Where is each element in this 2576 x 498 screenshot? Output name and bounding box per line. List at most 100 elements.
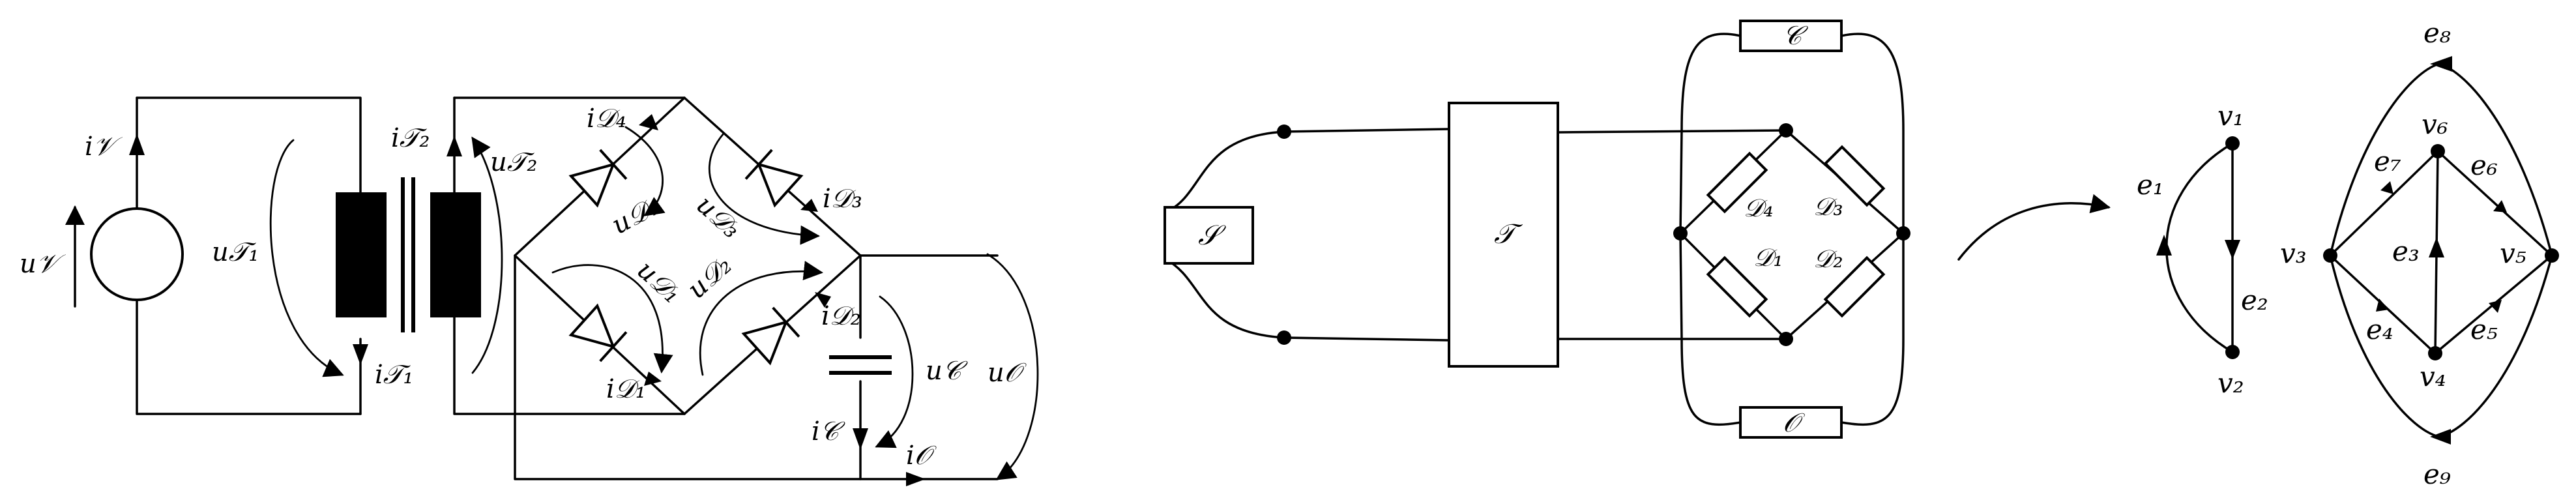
arrow-i-v <box>129 134 145 155</box>
arrow-i-d4 <box>639 114 658 130</box>
diode-d2 <box>741 306 800 366</box>
diode-d1 <box>568 303 628 362</box>
label-edge-e5: e₅ <box>2470 314 2498 345</box>
arrow-u-c <box>875 295 914 448</box>
edge-e7-arrow <box>2380 181 2393 194</box>
arrow-i-d2 <box>815 292 831 308</box>
transformer-primary-winding <box>336 192 387 317</box>
label-u-o: u𝒪 <box>988 358 1027 388</box>
junction-dot <box>1779 332 1793 346</box>
edge-e9-arrow <box>2430 429 2451 445</box>
edge-e5-arrow <box>2489 300 2502 313</box>
edge-e8 <box>2329 63 2553 257</box>
edge-e1 <box>2165 142 2234 353</box>
junction-dot <box>1277 124 1291 139</box>
arrow-u-d3 <box>708 132 820 245</box>
label-node-v6: v₆ <box>2422 108 2448 140</box>
arrow-u-d1 <box>551 264 673 374</box>
label-edge-e7: e₇ <box>2374 145 2401 177</box>
label-u-d1: u𝒟₁ <box>631 255 687 310</box>
edge-e3-arrow <box>2429 237 2444 257</box>
transformer-secondary-winding <box>430 192 481 317</box>
node-v5 <box>2545 248 2559 263</box>
block-o <box>1739 406 1843 439</box>
node-v2 <box>2225 345 2240 359</box>
block-d2 <box>1823 256 1886 318</box>
label-u-d3: u𝒟₃ <box>690 190 746 244</box>
arrow-u-d4 <box>624 126 666 216</box>
block-panel: 𝒮 𝒯 𝒞 𝒪 𝒟₄ 𝒟₃ 𝒟₁ 𝒟₂ <box>1164 20 1910 439</box>
arrow-i-d3 <box>800 199 818 212</box>
label-edge-e3: e₃ <box>2392 235 2420 267</box>
label-i-d1: i𝒟₁ <box>606 374 646 404</box>
edge-e6 <box>2437 150 2553 257</box>
node-v3 <box>2323 248 2337 263</box>
arrow-i-t2 <box>446 136 462 156</box>
label-edge-e6: e₆ <box>2470 149 2498 181</box>
arrow-i-c <box>853 428 868 450</box>
label-i-c: i𝒞 <box>812 417 845 447</box>
node-v4 <box>2428 346 2442 360</box>
junction-dot <box>1779 123 1793 138</box>
bridge-wires <box>514 96 999 480</box>
edge-e8-arrow <box>2430 56 2452 72</box>
label-i-d2: i𝒟₂ <box>821 301 861 331</box>
edge-e7 <box>2329 150 2439 257</box>
block-s <box>1164 206 1254 265</box>
label-i-v: i𝒱 <box>85 132 123 162</box>
label-u-d2: u𝒟₂ <box>682 250 738 305</box>
block-c <box>1739 20 1843 52</box>
label-node-v2: v₂ <box>2217 367 2244 399</box>
voltage-source <box>90 207 184 301</box>
circuit-panel: u𝒱 i𝒱 u𝒯₁ i𝒯₁ i𝒯₂ u𝒯₂ <box>20 96 1039 486</box>
label-edge-e4: e₄ <box>2366 314 2393 345</box>
edge-e6-arrow <box>2493 200 2507 212</box>
junction-dot <box>1277 330 1291 345</box>
label-i-d3: i𝒟₃ <box>823 184 862 214</box>
label-edge-e9: e₉ <box>2423 458 2451 490</box>
arrow-u-t2 <box>471 136 503 374</box>
edge-e2-arrow <box>2225 240 2240 259</box>
edge-e1-arrow <box>2156 235 2172 256</box>
label-block-d4: 𝒟₄ <box>1744 194 1774 222</box>
label-i-t2: i𝒯₂ <box>391 123 430 153</box>
block-d4 <box>1706 151 1768 214</box>
graph-panel: v₁ v₂ e₁ e₂ v₃ v₆ v₅ v₄ e₃ e₄ e₅ e₆ e₇ e… <box>2137 17 2559 490</box>
label-i-o: i𝒪 <box>906 441 937 471</box>
block-t <box>1448 102 1559 368</box>
arrow-u-d2 <box>699 261 823 376</box>
label-i-t1: i𝒯₁ <box>375 360 413 390</box>
arrow-i-t1 <box>353 344 368 365</box>
label-edge-e1: e₁ <box>2137 169 2164 201</box>
arrow-u-t1 <box>269 139 344 377</box>
arrow-i-d1 <box>644 372 662 386</box>
diode-d3 <box>744 149 804 208</box>
label-edge-e8: e₈ <box>2423 17 2451 49</box>
label-node-v4: v₄ <box>2420 360 2446 392</box>
label-i-d4: i𝒟₄ <box>587 104 626 134</box>
junction-dot <box>1896 226 1910 241</box>
junction-dot <box>1673 226 1688 241</box>
transition-arrow <box>1957 194 2111 261</box>
label-node-v5: v₅ <box>2500 237 2526 269</box>
diode-d4 <box>568 149 628 208</box>
node-v6 <box>2431 144 2445 158</box>
block-d1 <box>1706 256 1768 318</box>
label-block-d2: 𝒟₂ <box>1813 244 1843 273</box>
node-v1 <box>2225 136 2240 151</box>
edge-e4-arrow <box>2376 299 2389 312</box>
label-u-d4: u𝒟₄ <box>607 192 664 241</box>
arrow-u-o <box>986 253 1039 480</box>
label-block-d1: 𝒟₁ <box>1753 243 1783 272</box>
label-u-v: u𝒱 <box>20 249 66 279</box>
label-edge-e2: e₂ <box>2241 284 2268 316</box>
label-node-v3: v₃ <box>2280 237 2307 269</box>
label-u-t1: u𝒯₁ <box>212 237 259 267</box>
label-node-v1: v₁ <box>2217 100 2244 132</box>
label-u-t2: u𝒯₂ <box>490 147 537 177</box>
arrow-i-o <box>906 472 926 486</box>
label-u-c: u𝒞 <box>926 356 968 386</box>
block-d3 <box>1823 145 1886 207</box>
label-block-d3: 𝒟₃ <box>1813 192 1843 221</box>
